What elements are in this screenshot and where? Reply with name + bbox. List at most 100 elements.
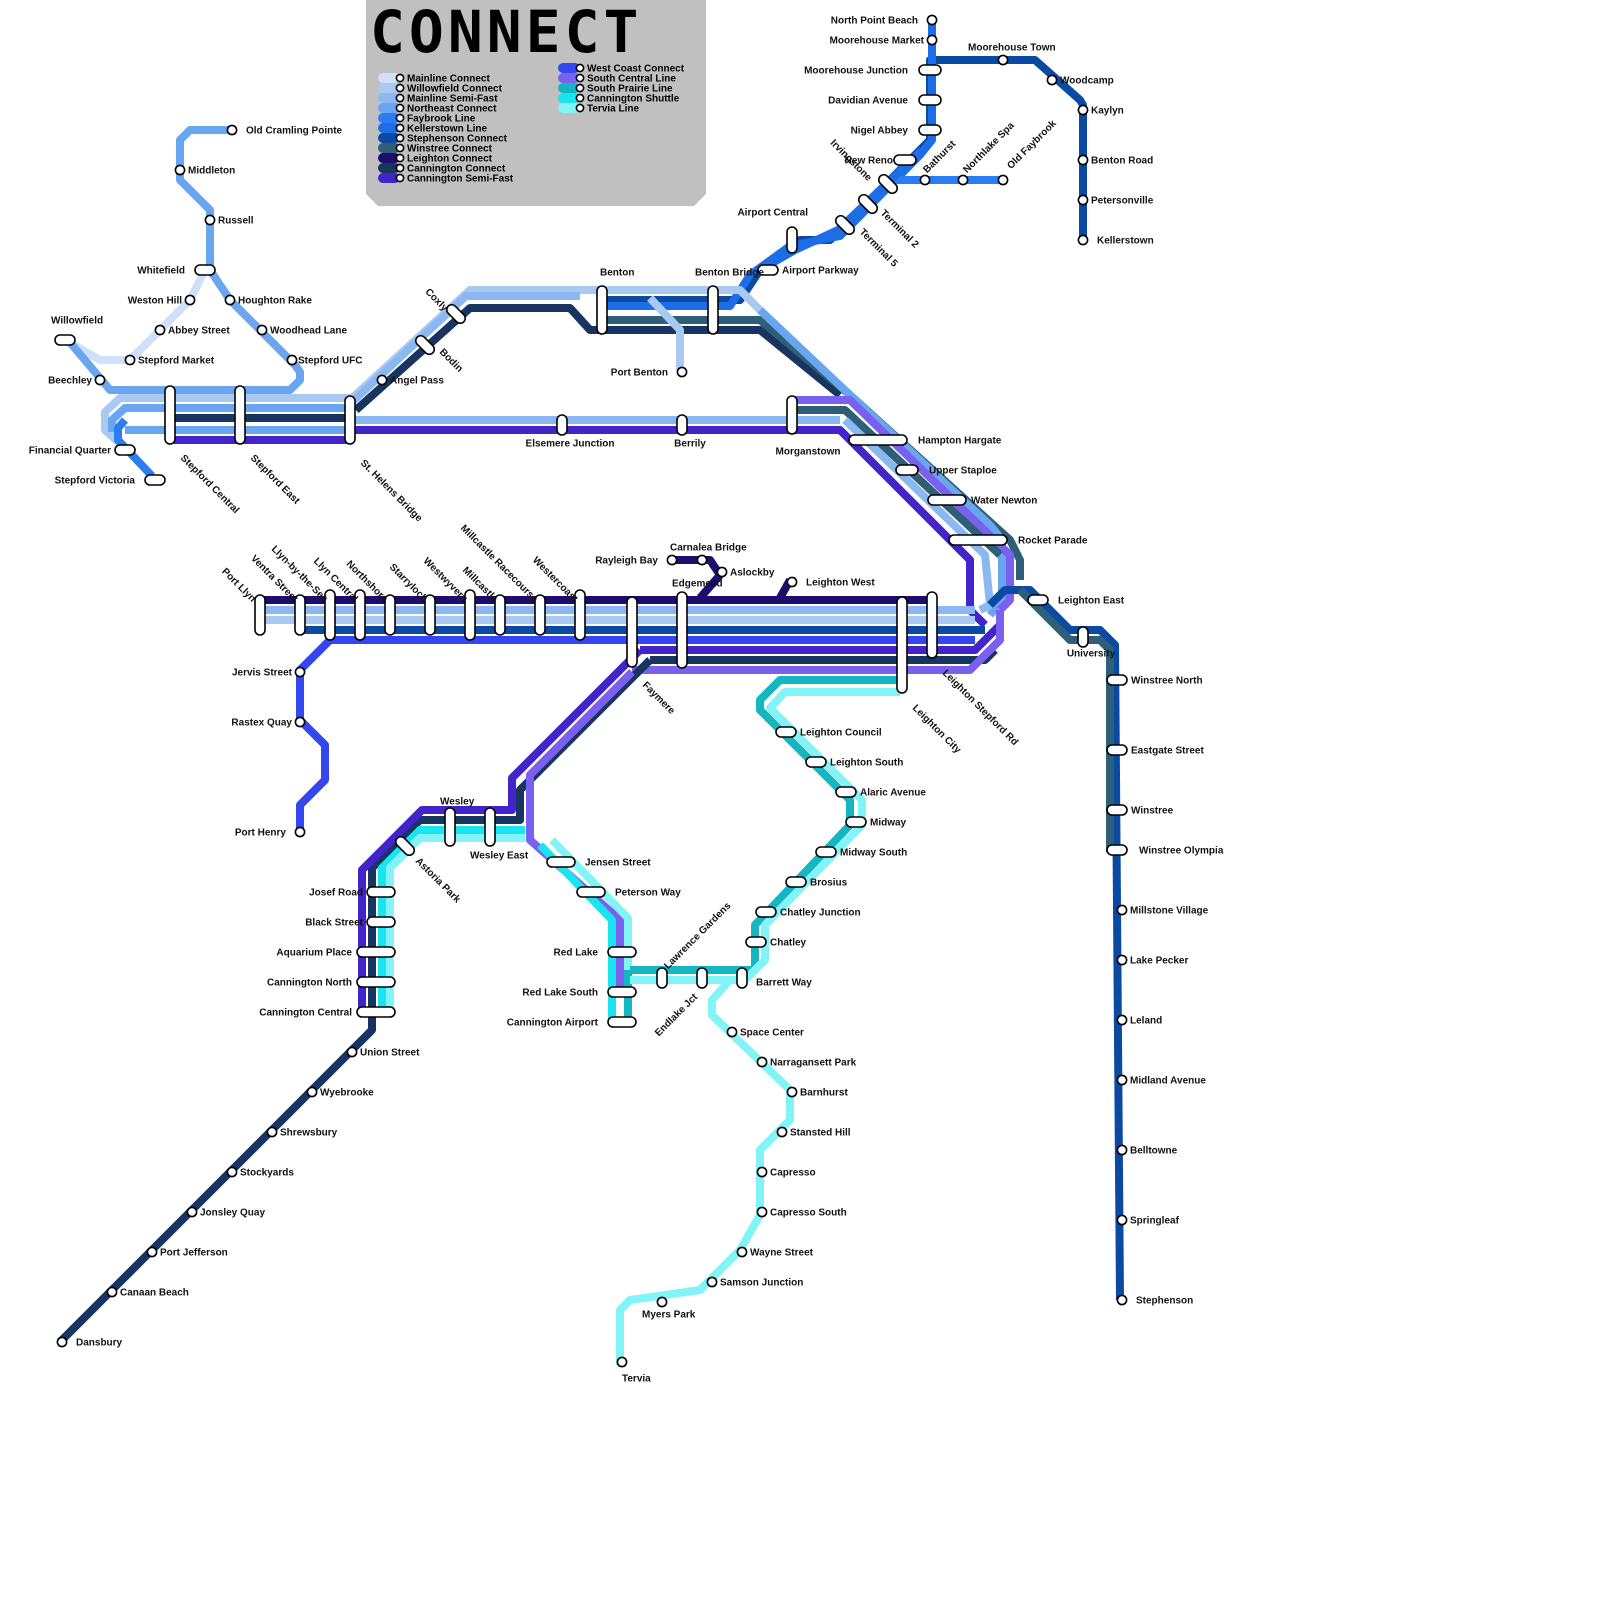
line-cannington-upper[interactable] [353,304,843,413]
station-jonsley-quay[interactable] [186,1206,198,1218]
station-elsemere-junction[interactable] [556,414,568,436]
line-northeast-airport[interactable] [758,147,925,274]
station-narragansett-park[interactable] [756,1056,768,1068]
station-midland-avenue[interactable] [1116,1074,1128,1086]
station-capresso-south[interactable] [756,1206,768,1218]
line-mainline-upper[interactable] [347,292,580,407]
station-eastgate-street[interactable] [1106,744,1128,756]
line-mainline-east[interactable] [842,417,994,614]
station-whitefield[interactable] [194,264,216,276]
station-samson-junction[interactable] [706,1276,718,1288]
station-millstone-village[interactable] [1116,904,1128,916]
station-kaylyn[interactable] [1077,104,1089,116]
line-westcoast-branch[interactable] [296,637,333,830]
station-houghton-rake[interactable] [224,294,236,306]
station-port-benton[interactable] [676,366,688,378]
line-southcentral-lower[interactable] [632,610,1004,674]
station-russell[interactable] [204,214,216,226]
station-port-jefferson[interactable] [146,1246,158,1258]
station-moorehouse-junction[interactable] [918,64,942,76]
station-abbey-street[interactable] [154,324,166,336]
line-southcentral-sw[interactable] [526,669,635,990]
station-winstree-olympia[interactable] [1106,844,1128,856]
station-cannington-central[interactable] [356,1006,396,1018]
line-tervia-south[interactable] [616,977,794,1365]
station-astoria-park[interactable] [394,835,417,858]
station-canaan-beach[interactable] [106,1286,118,1298]
station-barnhurst[interactable] [786,1086,798,1098]
station-woodhead-lane[interactable] [256,324,268,336]
station-stepford-victoria[interactable] [144,474,166,486]
station-hampton-hargate[interactable] [848,434,908,446]
station-northlake-spa[interactable] [957,174,969,186]
station-leighton-west[interactable] [786,576,798,588]
station-benton-road[interactable] [1077,154,1089,166]
station-red-lake[interactable] [607,946,637,958]
station-chatley-junction[interactable] [755,906,777,918]
line-winstree-central[interactable] [790,406,1003,558]
station-middleton[interactable] [174,164,186,176]
line-faybrook-victoria[interactable] [114,417,155,479]
station-stepford-central[interactable] [164,385,176,445]
station-nigel-abbey[interactable] [918,124,942,136]
station-capresso[interactable] [756,1166,768,1178]
station-starryloch[interactable] [424,594,436,636]
station-northshore[interactable] [384,594,396,636]
station-coxly[interactable] [445,303,468,326]
station-north-point-beach[interactable] [926,14,938,26]
station-lawrence-gardens[interactable] [656,967,668,989]
station-new-reno[interactable] [893,154,917,166]
station-petersonville[interactable] [1077,194,1089,206]
station-leighton-south[interactable] [805,756,827,768]
station-faymere[interactable] [626,596,638,668]
station-benton[interactable] [596,285,608,335]
station-space-center[interactable] [726,1026,738,1038]
line-mainline-west[interactable] [101,394,350,451]
station-stockyards[interactable] [226,1166,238,1178]
station-chatley[interactable] [745,936,767,948]
station-aslockby[interactable] [716,566,728,578]
station-millcastle[interactable] [494,594,506,636]
station-rastex-quay[interactable] [294,716,306,728]
station-wesley[interactable] [444,807,456,847]
station-westwyvern[interactable] [464,589,476,641]
station-black-street[interactable] [366,916,396,928]
station-berrily[interactable] [676,414,688,436]
station-cannington-airport[interactable] [607,1016,637,1028]
station-wyebrooke[interactable] [306,1086,318,1098]
station-wesley-east[interactable] [484,807,496,847]
station-leighton-east[interactable] [1027,594,1049,606]
station-jensen-street[interactable] [546,856,576,868]
station-davidian-avenue[interactable] [918,94,942,106]
station-stepford-ufc[interactable] [286,354,298,366]
station-lake-pecker[interactable] [1116,954,1128,966]
station-endlake-jct[interactable] [696,967,708,989]
station-millcastle-racecourse[interactable] [534,594,546,636]
station-kellerstown[interactable] [1077,234,1089,246]
station-carnalea-bridge[interactable] [696,554,708,566]
station-airport-parkway[interactable] [757,264,779,276]
station-ventra-street[interactable] [294,594,306,636]
station-cannington-north[interactable] [356,976,396,988]
station-stepford-east[interactable] [234,385,246,445]
station-red-lake-south[interactable] [607,986,637,998]
station-dansbury[interactable] [56,1336,68,1348]
station-wayne-street[interactable] [736,1246,748,1258]
line-stephenson-east[interactable] [987,586,1124,1301]
station-winstree[interactable] [1106,804,1128,816]
station-springleaf[interactable] [1116,1214,1128,1226]
station-willowfield[interactable] [54,334,76,346]
station-morganstown[interactable] [786,395,798,435]
station-aquarium-place[interactable] [356,946,396,958]
station-leighton-city[interactable] [896,596,908,694]
station-airport-central[interactable] [786,226,798,254]
line-tervia-upper[interactable] [386,834,525,1010]
station-rocket-parade[interactable] [948,534,1008,546]
line-tervia-east[interactable] [630,688,900,984]
station-winstree-north[interactable] [1106,674,1128,686]
station-belltowne[interactable] [1116,1144,1128,1156]
station-jervis-street[interactable] [294,666,306,678]
station-terminal-2[interactable] [857,193,880,216]
station-bodin[interactable] [414,334,437,357]
